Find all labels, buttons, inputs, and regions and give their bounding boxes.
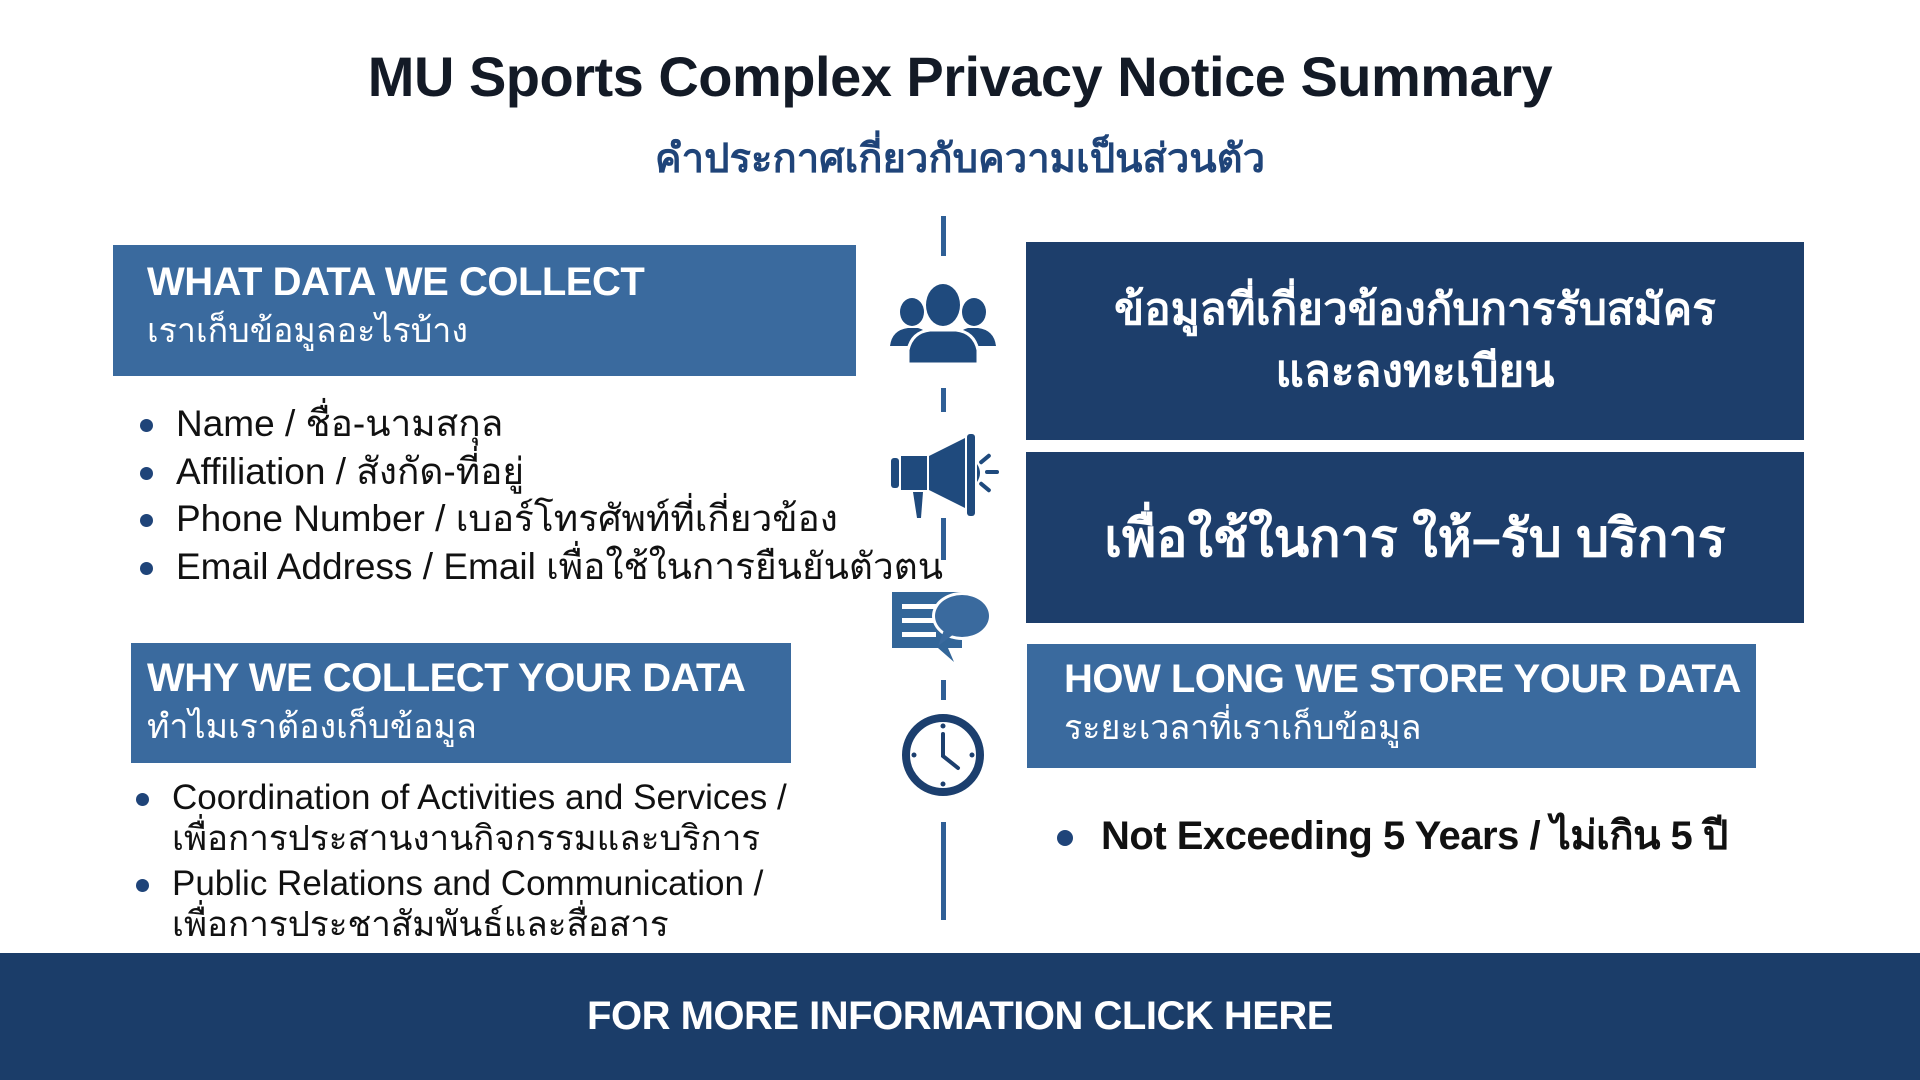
timeline-divider xyxy=(941,216,946,256)
section-heading-en: HOW LONG WE STORE YOUR DATA xyxy=(1064,657,1741,701)
section-heading-th: ระยะเวลาที่เราเก็บข้อมูล xyxy=(1064,709,1422,747)
megaphone-icon xyxy=(883,420,1003,530)
more-info-button[interactable]: FOR MORE INFORMATION CLICK HERE xyxy=(0,953,1920,1080)
timeline-divider xyxy=(941,518,946,560)
list-item: Affiliation / สังกัด-ที่อยู่ xyxy=(140,448,943,496)
list-item: Email Address / Email เพื่อใช้ในการยืนยั… xyxy=(140,543,943,591)
page-subtitle-thai: คำประกาศเกี่ยวกับความเป็นส่วนตัว xyxy=(654,137,1266,181)
collected-data-list: Name / ชื่อ-นามสกุล Affiliation / สังกัด… xyxy=(140,400,943,590)
bullet-icon xyxy=(140,514,153,527)
highlight-service-use: เพื่อใช้ในการ ให้–รับ บริการ xyxy=(1026,452,1804,623)
timeline-divider xyxy=(941,388,946,412)
section-heading-en: WHAT DATA WE COLLECT xyxy=(147,260,645,304)
timeline-divider xyxy=(941,822,946,920)
section-header-how-long: HOW LONG WE STORE YOUR DATA ระยะเวลาที่เ… xyxy=(1027,644,1756,768)
section-header-why-collect: WHY WE COLLECT YOUR DATA ทำไมเราต้องเก็บ… xyxy=(131,643,791,763)
list-item: Public Relations and Communication / เพื… xyxy=(136,863,787,945)
section-heading-en: WHY WE COLLECT YOUR DATA xyxy=(147,656,746,700)
bullet-icon xyxy=(140,466,153,480)
bullet-icon xyxy=(1057,830,1073,846)
section-header-what-data: WHAT DATA WE COLLECT เราเก็บข้อมูลอะไรบ้… xyxy=(113,245,856,376)
retention-list: Not Exceeding 5 Years / ไม่เกิน 5 ปี xyxy=(1057,810,1728,862)
list-item: Not Exceeding 5 Years / ไม่เกิน 5 ปี xyxy=(1057,810,1728,862)
bullet-icon xyxy=(140,561,153,575)
list-item: Name / ชื่อ-นามสกุล xyxy=(140,400,943,448)
purpose-list: Coordination of Activities and Services … xyxy=(136,777,787,949)
chat-bubbles-icon xyxy=(883,576,1003,686)
section-heading-th: เราเก็บข้อมูลอะไรบ้าง xyxy=(147,312,468,350)
timeline-divider xyxy=(941,680,946,700)
list-item: Coordination of Activities and Services … xyxy=(136,777,787,859)
bullet-icon xyxy=(136,879,149,892)
page-title: MU Sports Complex Privacy Notice Summary xyxy=(367,45,1553,108)
bullet-icon xyxy=(140,419,153,432)
more-info-label: FOR MORE INFORMATION CLICK HERE xyxy=(587,994,1333,1038)
section-heading-th: ทำไมเราต้องเก็บข้อมูล xyxy=(147,708,477,746)
clock-icon xyxy=(883,700,1003,810)
highlight-registration-data: ข้อมูลที่เกี่ยวข้องกับการรับสมัคร และลงท… xyxy=(1026,242,1804,440)
list-item: Phone Number / เบอร์โทรศัพท์ที่เกี่ยวข้อ… xyxy=(140,495,943,543)
people-group-icon xyxy=(883,270,1003,380)
bullet-icon xyxy=(136,793,149,806)
